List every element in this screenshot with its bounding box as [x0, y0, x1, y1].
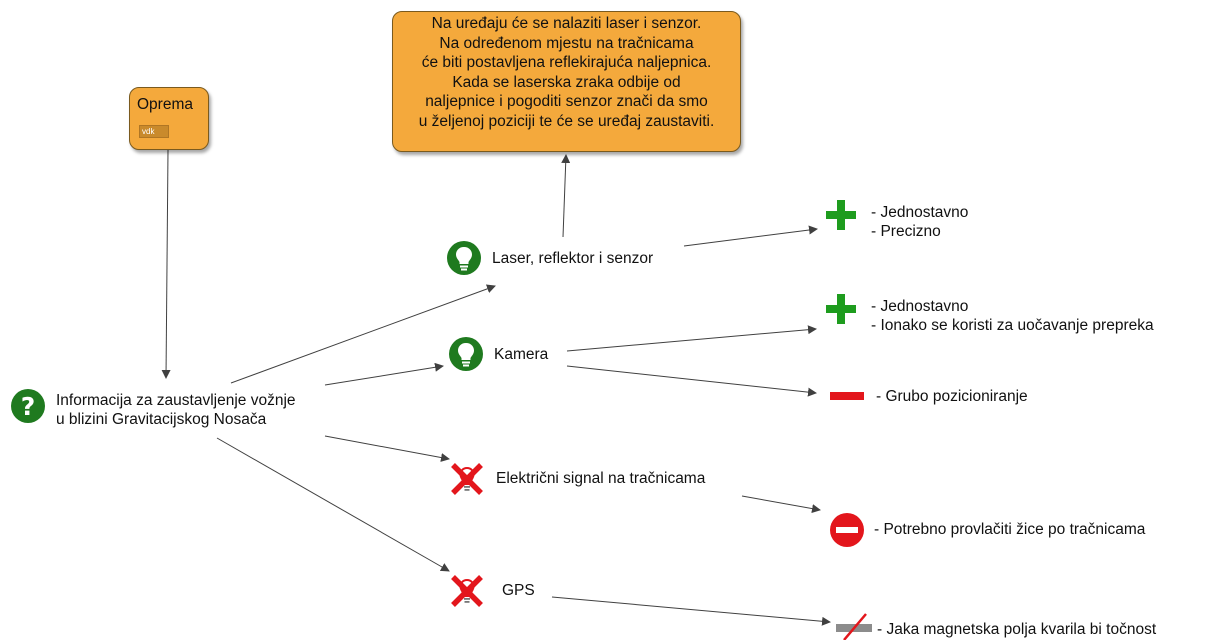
pro-laser-line: - Precizno	[871, 223, 941, 240]
edge-question-kamera	[324, 362, 444, 386]
crossed-lightbulb-icon	[451, 463, 483, 495]
struck-minus-icon	[836, 613, 872, 640]
edge-signal-block	[741, 495, 821, 514]
pro-kamera-line: - Ionako se koristi za uočavanje preprek…	[871, 317, 1154, 334]
edge-kamera-con	[566, 365, 817, 397]
plus-icon	[826, 200, 856, 230]
edge-question-signal	[324, 435, 450, 462]
note-line: Na uređaju će se nalaziti laser i senzor…	[431, 15, 702, 32]
no-entry-icon	[830, 513, 864, 547]
note-box[interactable]: Na uređaju će se nalaziti laser i senzor…	[392, 11, 741, 152]
idea-laser-label[interactable]: Laser, reflektor i senzor	[492, 250, 654, 267]
note-line: Kada se laserska zraka odbije od	[452, 73, 681, 91]
edge-question-laser	[230, 284, 496, 384]
lightbulb-icon	[447, 241, 481, 275]
question-line: Informacija za zaustavljenje vožnje	[56, 392, 296, 409]
minus-icon	[830, 392, 864, 400]
svg-text:?: ?	[21, 392, 36, 421]
idea-kamera-label[interactable]: Kamera	[494, 346, 549, 363]
question-circle-icon: ?	[11, 389, 45, 423]
pro-kamera-line: - Jednostavno	[871, 298, 969, 315]
pro-laser-label[interactable]: - Jednostavno - Precizno	[871, 203, 968, 241]
edge-question-gps	[216, 437, 450, 572]
edge-laser-note	[561, 154, 571, 238]
oprema-tag[interactable]: vdk	[139, 125, 169, 138]
edge-oprema-question	[161, 149, 171, 379]
plus-icon	[826, 294, 856, 324]
pro-laser-line: - Jednostavno	[871, 204, 969, 221]
con-kamera-label[interactable]: - Grubo pozicioniranje	[876, 388, 1028, 405]
oprema-title: Oprema	[137, 96, 193, 113]
question-line: u blizini Gravitacijskog Nosača	[56, 411, 267, 428]
edge-laser-pro	[683, 225, 818, 247]
crossed-lightbulb-icon	[451, 575, 483, 607]
rejected-signal-label[interactable]: Električni signal na tračnicama	[496, 470, 706, 487]
question-node-label[interactable]: Informacija za zaustavljenje vožnje u bl…	[56, 391, 296, 429]
pro-kamera-label[interactable]: - Jednostavno - Ionako se koristi za uoč…	[871, 297, 1154, 335]
edge-kamera-pro	[566, 325, 817, 352]
rejected-gps-label[interactable]: GPS	[502, 582, 535, 599]
edge-gps-refuted	[551, 596, 831, 626]
note-line: će biti postavljena reflekirajuća naljep…	[421, 54, 712, 71]
block-signal-label[interactable]: - Potrebno provlačiti žice po tračnicama	[874, 521, 1146, 538]
note-line: u željenoj poziciji te će se uređaj zaus…	[418, 112, 715, 130]
refuted-gps-label[interactable]: - Jaka magnetska polja kvarila bi točnos…	[877, 621, 1157, 638]
lightbulb-icon	[449, 337, 483, 371]
note-line: Na određenom mjestu na tračnicama	[439, 34, 694, 52]
oprema-box[interactable]: Oprema vdk	[129, 87, 209, 150]
note-line: naljepnice i pogoditi senzor znači da sm…	[425, 93, 708, 110]
